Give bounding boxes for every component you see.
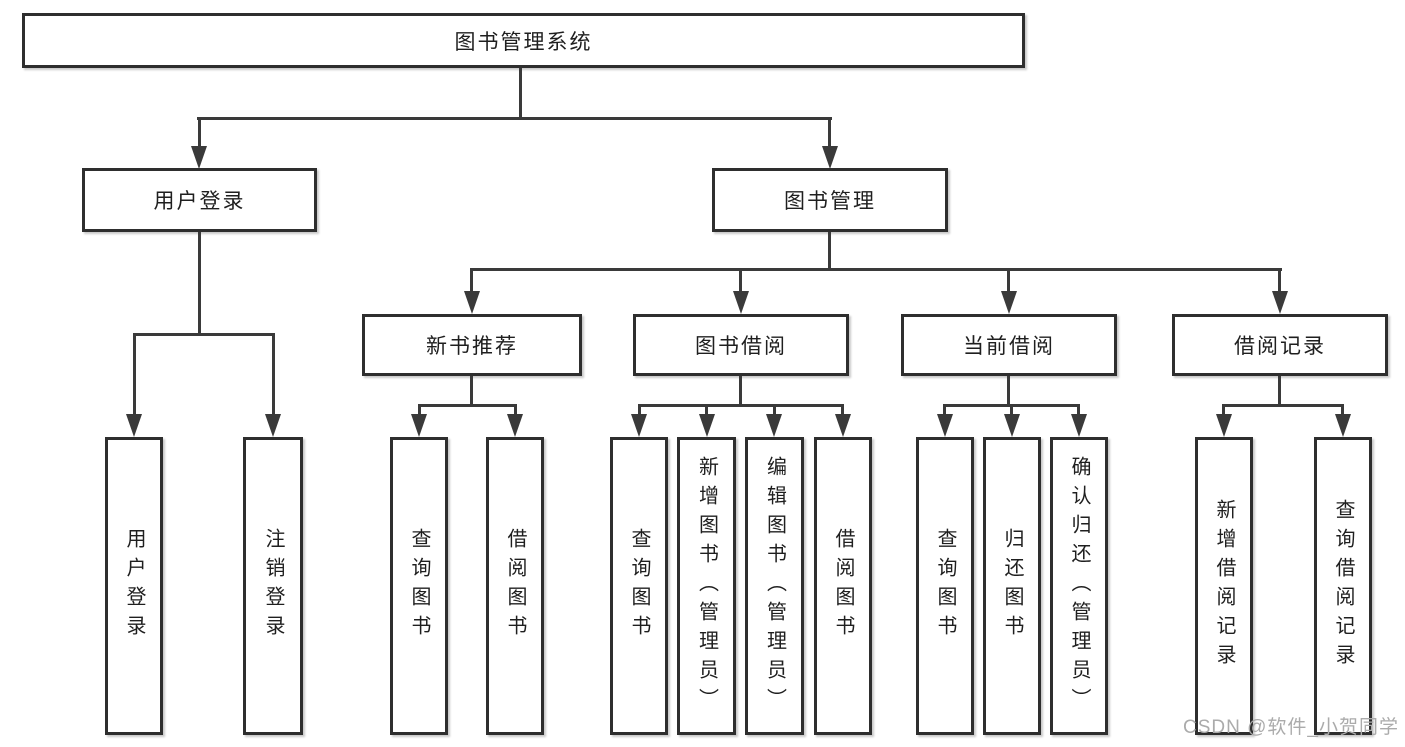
leaf-cb-confirm-return-admin: 确认归还（管理员） — [1050, 437, 1108, 735]
leaf-bb-add-books-admin: 新增图书（管理员） — [677, 437, 736, 735]
arrowhead-leaf — [1004, 414, 1020, 437]
connector-book-borrow-stem — [739, 376, 742, 406]
connector-drop-leaf — [418, 404, 421, 416]
connector-drop-leaf — [638, 404, 641, 416]
leaf-cb-return-books: 归还图书 — [983, 437, 1041, 735]
connector-level3-bar — [470, 268, 1282, 271]
node-current-borrow: 当前借阅 — [901, 314, 1117, 376]
leaf-nb-borrow-books: 借阅图书 — [486, 437, 544, 735]
leaf-user-login: 用户登录 — [105, 437, 163, 735]
connector-book-borrow-bar — [639, 404, 844, 407]
arrowhead-borrow-records — [1272, 291, 1288, 314]
leaf-bb-query-books: 查询图书 — [610, 437, 668, 735]
connector-drop-logout-leaf — [272, 333, 275, 415]
leaf-br-query-record: 查询借阅记录 — [1314, 437, 1372, 735]
leaf-logout-login: 注销登录 — [243, 437, 303, 735]
arrowhead-login-leaf — [126, 414, 142, 437]
arrowhead-leaf — [507, 414, 523, 437]
node-borrow-records: 借阅记录 — [1172, 314, 1388, 376]
arrowhead-leaf — [1071, 414, 1087, 437]
connector-book-mgmt-stem — [828, 232, 831, 270]
connector-drop-leaf — [1341, 404, 1344, 416]
connector-current-borrow-stem — [1007, 376, 1010, 406]
node-root: 图书管理系统 — [22, 13, 1025, 68]
connector-drop-book-borrow — [739, 268, 742, 292]
connector-borrow-records-bar — [1224, 404, 1344, 407]
node-new-book-recommend: 新书推荐 — [362, 314, 582, 376]
node-book-mgmt: 图书管理 — [712, 168, 948, 232]
arrowhead-new-book — [464, 291, 480, 314]
arrowhead-current-borrow — [1001, 291, 1017, 314]
arrowhead-leaf — [1335, 414, 1351, 437]
connector-drop-user-login — [198, 117, 201, 147]
leaf-nb-query-books: 查询图书 — [390, 437, 448, 735]
connector-root-stem — [519, 68, 522, 118]
connector-drop-leaf — [1222, 404, 1225, 416]
arrowhead-leaf — [411, 414, 427, 437]
arrowhead-leaf — [835, 414, 851, 437]
arrowhead-leaf — [937, 414, 953, 437]
connector-drop-leaf — [514, 404, 517, 416]
connector-drop-leaf — [841, 404, 844, 416]
arrowhead-user-login — [191, 146, 207, 169]
leaf-bb-edit-books-admin: 编辑图书（管理员） — [745, 437, 804, 735]
arrowhead-leaf — [1216, 414, 1232, 437]
connector-level2-bar — [197, 117, 832, 120]
connector-new-book-bar — [419, 404, 517, 407]
watermark: CSDN @软件_小贺同学 — [1183, 717, 1399, 738]
arrowhead-book-borrow — [733, 291, 749, 314]
arrowhead-leaf — [699, 414, 715, 437]
leaf-br-add-record: 新增借阅记录 — [1195, 437, 1253, 735]
connector-drop-book-mgmt — [828, 117, 831, 147]
arrowhead-logout-leaf — [265, 414, 281, 437]
arrowhead-book-mgmt — [822, 146, 838, 169]
connector-drop-leaf — [943, 404, 946, 416]
connector-new-book-stem — [470, 376, 473, 406]
connector-drop-leaf — [1077, 404, 1080, 416]
connector-borrow-records-stem — [1278, 376, 1281, 406]
connector-drop-borrow-records — [1278, 268, 1281, 292]
node-book-borrow: 图书借阅 — [633, 314, 849, 376]
leaf-bb-borrow-books: 借阅图书 — [814, 437, 872, 735]
arrowhead-leaf — [766, 414, 782, 437]
connector-drop-new-book — [470, 268, 473, 292]
arrowhead-leaf — [631, 414, 647, 437]
connector-drop-leaf — [1010, 404, 1013, 416]
connector-drop-login-leaf — [133, 333, 136, 415]
connector-user-login-bar — [133, 333, 275, 336]
node-user-login: 用户登录 — [82, 168, 317, 232]
connector-user-login-stem — [198, 232, 201, 336]
connector-drop-leaf — [773, 404, 776, 416]
connector-drop-leaf — [705, 404, 708, 416]
connector-drop-current-borrow — [1007, 268, 1010, 292]
leaf-cb-query-books: 查询图书 — [916, 437, 974, 735]
